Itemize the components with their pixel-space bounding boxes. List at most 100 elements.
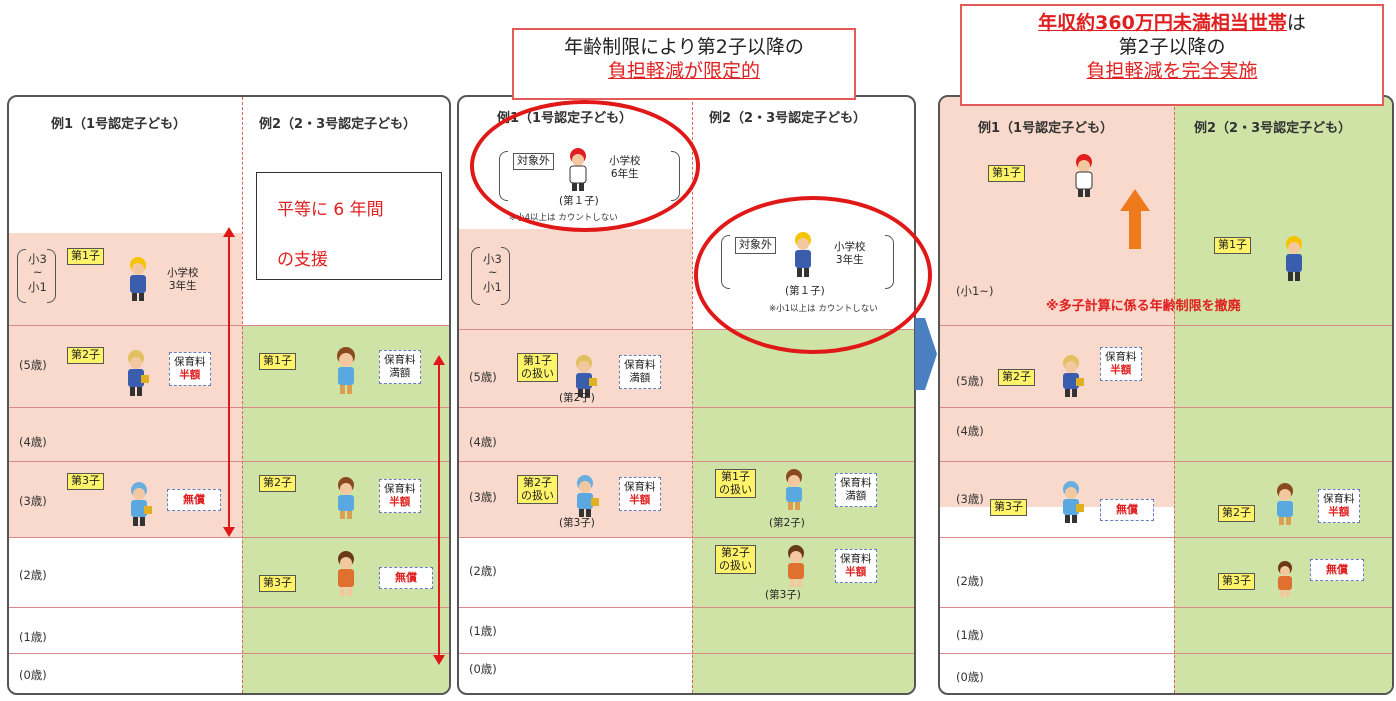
age-1: (1歳): [469, 624, 497, 638]
fee-label: 保育料: [1323, 493, 1355, 505]
age-0: (0歳): [956, 670, 984, 684]
fee-value: 満額: [629, 372, 651, 385]
fee-box: 保育料 満額: [379, 350, 421, 385]
tag-child3: 第3子: [1218, 573, 1255, 590]
tag-line: の扱い: [521, 488, 554, 502]
fee-label: 保育料: [840, 477, 872, 489]
child-icon: [124, 480, 154, 532]
fee-value: 半額: [179, 369, 201, 382]
age-3: (3歳): [469, 490, 497, 504]
tag-child1: 第1子: [1214, 237, 1251, 254]
age-0: (0歳): [19, 668, 47, 682]
abolish-note: ※多子計算に係る年齢制限を撤廃: [1046, 299, 1241, 314]
tag-line: 第1子: [523, 354, 552, 367]
tag-child2: 第2子: [1218, 505, 1255, 522]
tag-child3: 第3子: [67, 473, 104, 490]
note-line: 平等に 6 年間: [277, 200, 384, 220]
age-2: (2歳): [19, 568, 47, 582]
fee-label: 保育料: [624, 481, 656, 493]
callout-line: 負担軽減が限定的: [607, 59, 760, 82]
age-label: 小3: [483, 252, 502, 266]
child-icon: [779, 467, 809, 515]
child-order-label: (第3子): [559, 517, 595, 529]
child-icon: [1270, 559, 1300, 603]
fee-label: 保育料: [174, 356, 206, 368]
tag-child1-treat: 第1子 の扱い: [517, 353, 558, 383]
age-0: (0歳): [469, 662, 497, 676]
tag-line: 第2子: [523, 476, 552, 489]
tag-child2: 第2子: [998, 369, 1035, 386]
age-1: (1歳): [956, 628, 984, 642]
fee-box: 保育料 半額: [1100, 347, 1142, 382]
grade-label: 3年生: [168, 280, 197, 293]
age-label: 小3: [28, 252, 47, 266]
child-icon: [1056, 353, 1086, 403]
child-icon: [331, 549, 361, 603]
grade-label: 小学校: [167, 267, 199, 279]
fee-box: 保育料 満額: [619, 355, 661, 390]
tag-child3: 第3子: [259, 575, 296, 592]
header-example1: 例1（1号認定子ども）: [978, 121, 1114, 136]
age-label: ~: [488, 265, 498, 279]
age-label: 小1: [483, 280, 502, 294]
fee-label: 保育料: [624, 359, 656, 371]
fee-label: 保育料: [384, 483, 416, 495]
fee-value: 半額: [1328, 506, 1350, 519]
fee-box: 無償: [379, 567, 433, 589]
child-icon: [569, 353, 599, 403]
period-arrow: [433, 355, 445, 665]
tag-line: 第2子: [721, 546, 750, 559]
age-3: (3歳): [956, 492, 984, 506]
callout-line: は: [1286, 12, 1306, 34]
panel-current-limited: 例1（1号認定子ども） 例2（2・3号認定子ども） 対象外 小学校 6年生 (第…: [457, 95, 916, 695]
tag-child2: 第2子: [259, 475, 296, 492]
tag-line: の扱い: [521, 366, 554, 380]
fee-box: 保育料 半額: [835, 549, 877, 584]
child-icon: [1056, 479, 1086, 529]
tag-child3: 第3子: [990, 499, 1027, 516]
tag-line: の扱い: [719, 482, 752, 496]
age-5: (5歳): [469, 370, 497, 384]
fee-label: 保育料: [1105, 351, 1137, 363]
fee-box: 保育料 半額: [1318, 489, 1360, 524]
age-4: (4歳): [19, 435, 47, 449]
age-5: (5歳): [19, 358, 47, 372]
child-icon: [1270, 481, 1300, 531]
age-3: (3歳): [19, 494, 47, 508]
fee-value: 満額: [389, 367, 411, 380]
fee-value: 半額: [1110, 364, 1132, 377]
age-5: (5歳): [956, 374, 984, 388]
fee-box: 無償: [1100, 499, 1154, 521]
callout-line: 年齢制限により第2子以降の: [564, 36, 804, 58]
transition-arrow-icon: [915, 318, 937, 390]
child-icon: [569, 473, 601, 523]
age-1: (1歳): [19, 630, 47, 644]
header-example2: 例2（2・3号認定子ども）: [1194, 121, 1352, 136]
equal-support-note: 平等に 6 年間 の支援: [256, 172, 442, 280]
header-example2: 例2（2・3号認定子ども）: [709, 111, 867, 126]
child-icon: [1280, 235, 1308, 287]
tag-child1: 第1子: [988, 165, 1025, 182]
fee-box: 保育料 半額: [619, 477, 661, 512]
fee-value: 半額: [629, 494, 651, 507]
fee-label: 保育料: [840, 553, 872, 565]
child-icon: [121, 347, 151, 403]
age-4: (4歳): [469, 435, 497, 449]
tag-line: の扱い: [719, 558, 752, 572]
child-order-label: (第3子): [765, 589, 801, 601]
child-order-label: (第2子): [769, 517, 805, 529]
fee-box: 保育料 半額: [379, 479, 421, 514]
age-label: 小1: [28, 280, 47, 294]
tag-child1: 第1子: [67, 248, 104, 265]
fee-value: 満額: [845, 490, 867, 503]
highlight-circle: [470, 100, 700, 232]
tag-child1: 第1子: [259, 353, 296, 370]
header-example1: 例1（1号認定子ども）: [51, 117, 187, 132]
callout-line: 第2子以降の: [1118, 35, 1226, 58]
age-2: (2歳): [956, 574, 984, 588]
tag-line: 第1子: [721, 470, 750, 483]
fee-box: 無償: [167, 489, 221, 511]
tag-child2-treat: 第2子 の扱い: [517, 475, 558, 505]
age-4: (4歳): [956, 424, 984, 438]
period-arrow: [223, 227, 235, 537]
